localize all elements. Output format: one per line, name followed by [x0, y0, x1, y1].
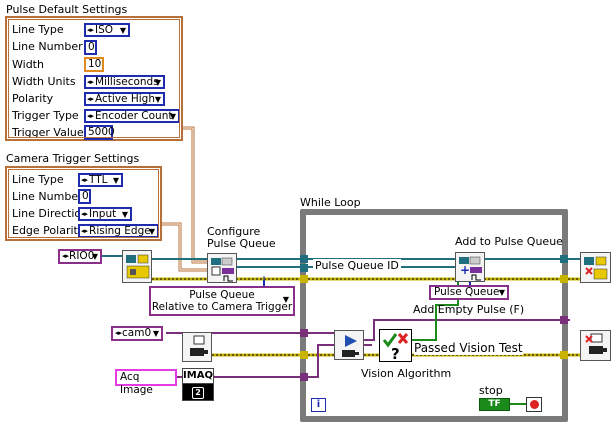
- loop-condition-terminal[interactable]: [526, 397, 542, 412]
- chevron-down-icon: ▼: [498, 288, 505, 297]
- chevron-down-icon: ▼: [154, 78, 161, 87]
- vision-acquire-node[interactable]: [334, 330, 364, 360]
- add-pulse-icon: +: [459, 256, 482, 281]
- label-trigger-type: Trigger Type: [12, 109, 79, 122]
- add-to-pulse-queue-node[interactable]: +: [455, 252, 485, 282]
- chevron-down-icon: ▼: [91, 252, 98, 261]
- label-trigger-value: Trigger Value: [12, 126, 84, 139]
- imaq-glyph-icon: 2: [192, 387, 204, 399]
- stop-condition-icon: [529, 400, 539, 409]
- line-type-enum[interactable]: ◂▸ISO▼: [84, 23, 130, 37]
- svg-text:?: ?: [391, 345, 400, 363]
- chevron-down-icon: ▼: [112, 176, 119, 185]
- refnum-tunnel-out: [560, 255, 568, 263]
- chevron-down-icon: ▼: [119, 26, 126, 35]
- pulse-queue-ring[interactable]: Pulse Queue▼: [429, 285, 509, 300]
- increment-icon: ◂▸: [87, 78, 95, 86]
- stop-boolean-control[interactable]: TF: [479, 398, 510, 411]
- while-loop-frame[interactable]: [300, 209, 568, 422]
- label-width: Width: [12, 58, 44, 71]
- vision-algorithm-label: Vision Algorithm: [361, 367, 452, 380]
- pulse-settings-cluster: Line Type Line Number Width Width Units …: [5, 16, 183, 141]
- configure-pulse-queue-label: Configure Pulse Queue: [207, 225, 276, 250]
- stop-label: stop: [479, 384, 503, 397]
- cam-tunnel-in: [300, 329, 308, 337]
- line-number-numeric[interactable]: 0: [84, 40, 97, 55]
- pulse-settings-title: Pulse Default Settings: [6, 3, 128, 16]
- camera-settings-title: Camera Trigger Settings: [6, 152, 140, 165]
- rio-resource-control[interactable]: ◂▸RIO0▼: [58, 249, 102, 264]
- chevron-down-icon: ▼: [154, 95, 161, 104]
- refnum-tunnel-in: [300, 264, 308, 272]
- edge-polarity-enum[interactable]: ◂▸Rising Edge▼: [78, 224, 159, 238]
- cam-tunnel-out: [560, 316, 568, 324]
- close-camera-node[interactable]: [580, 330, 611, 361]
- error-tunnel-out: [560, 351, 568, 359]
- io-icon: ◂▸: [115, 329, 123, 337]
- error-tunnel-in: [300, 275, 308, 283]
- close-fpga-icon: [584, 256, 608, 280]
- width-units-enum[interactable]: ◂▸Milliseconds▼: [84, 75, 165, 89]
- open-camera-node[interactable]: [182, 332, 212, 362]
- label-line-type: Line Type: [12, 23, 64, 36]
- cam-resource-control[interactable]: ◂▸cam0▼: [111, 326, 163, 341]
- label-line-type: Line Type: [12, 173, 64, 186]
- pulse-queue-icon: [211, 257, 234, 282]
- label-line-number: Line Number: [12, 190, 83, 203]
- label-line-direction: Line Direction: [12, 207, 89, 220]
- line-direction-enum[interactable]: ◂▸Input▼: [78, 207, 132, 221]
- chevron-down-icon: ▼: [121, 210, 128, 219]
- refnum-tunnel-in: [300, 255, 308, 263]
- cam-line-type-enum[interactable]: ◂▸TTL▼: [78, 173, 123, 187]
- camera-settings-cluster: Line Type Line Number Line Direction Edg…: [5, 166, 162, 241]
- pulse-queue-id-label: Pulse Queue ID: [313, 259, 401, 272]
- close-camera-icon: [585, 333, 607, 354]
- acq-image-string[interactable]: Acq Image: [115, 369, 177, 396]
- svg-text:+: +: [460, 263, 470, 277]
- chevron-down-icon: ▼: [282, 295, 289, 304]
- imaq-create-node[interactable]: IMAQ 2: [182, 368, 214, 401]
- trigger-type-enum[interactable]: ◂▸Encoder Count▼: [84, 109, 180, 123]
- vision-algorithm-node[interactable]: ?: [379, 329, 412, 363]
- pulse-settings-wire: [182, 126, 207, 264]
- label-polarity: Polarity: [12, 92, 54, 105]
- image-tunnel-in: [300, 373, 308, 381]
- label-edge-polarity: Edge Polarity: [12, 224, 85, 237]
- increment-icon: ◂▸: [87, 112, 95, 120]
- polarity-enum[interactable]: ◂▸Active High▼: [84, 92, 165, 106]
- configure-pulse-queue-node[interactable]: [207, 253, 237, 283]
- trigger-value-numeric[interactable]: 5000: [84, 125, 115, 140]
- error-tunnel-in: [300, 351, 308, 359]
- increment-icon: ◂▸: [81, 227, 89, 235]
- iteration-terminal[interactable]: i: [311, 398, 326, 412]
- io-icon: ◂▸: [62, 252, 70, 260]
- chevron-down-icon: ▼: [148, 227, 155, 236]
- error-tunnel-out: [560, 275, 568, 283]
- close-fpga-node[interactable]: [580, 252, 611, 283]
- pulse-queue-mode-ring[interactable]: Pulse Queue Relative to Camera Trigger ▼: [149, 286, 295, 316]
- chevron-down-icon: ▼: [152, 329, 159, 338]
- increment-icon: ◂▸: [81, 176, 89, 184]
- increment-icon: ◂▸: [87, 95, 95, 103]
- cam-line-number-numeric[interactable]: 0: [78, 189, 91, 204]
- camera-icon: [190, 335, 208, 356]
- passed-vision-test-label: Passed Vision Test: [414, 341, 523, 355]
- play-camera-icon: [342, 335, 359, 357]
- vision-check-icon: ?: [382, 333, 409, 363]
- add-empty-pulse-label: Add Empty Pulse (F): [413, 303, 525, 316]
- add-to-pulse-queue-label: Add to Pulse Queue: [455, 235, 563, 248]
- increment-icon: ◂▸: [87, 26, 95, 34]
- while-loop-label: While Loop: [300, 196, 361, 209]
- chevron-down-icon: ▼: [169, 112, 176, 121]
- label-width-units: Width Units: [12, 75, 76, 88]
- open-fpga-node[interactable]: [122, 250, 152, 283]
- increment-icon: ◂▸: [81, 210, 89, 218]
- width-numeric[interactable]: 10: [84, 57, 104, 72]
- fpga-icon: [126, 254, 150, 279]
- label-line-number: Line Number: [12, 40, 83, 53]
